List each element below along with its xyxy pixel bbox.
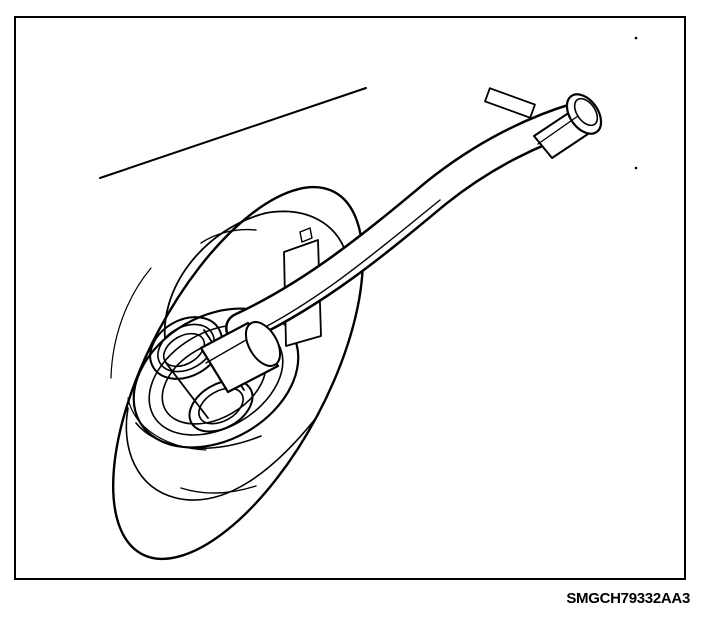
tag-mark (299, 227, 313, 243)
hose-end-fitting (484, 87, 603, 159)
registration-dot (634, 36, 638, 40)
filler-hose (225, 102, 592, 344)
illustration-frame (14, 16, 686, 580)
figure-code-label: SMGCH79332AA3 (566, 590, 690, 607)
fuel-filler-hose-illustration (99, 36, 638, 561)
body-panel-line (99, 87, 367, 179)
registration-dot (634, 166, 638, 170)
hose-collar (199, 321, 282, 394)
